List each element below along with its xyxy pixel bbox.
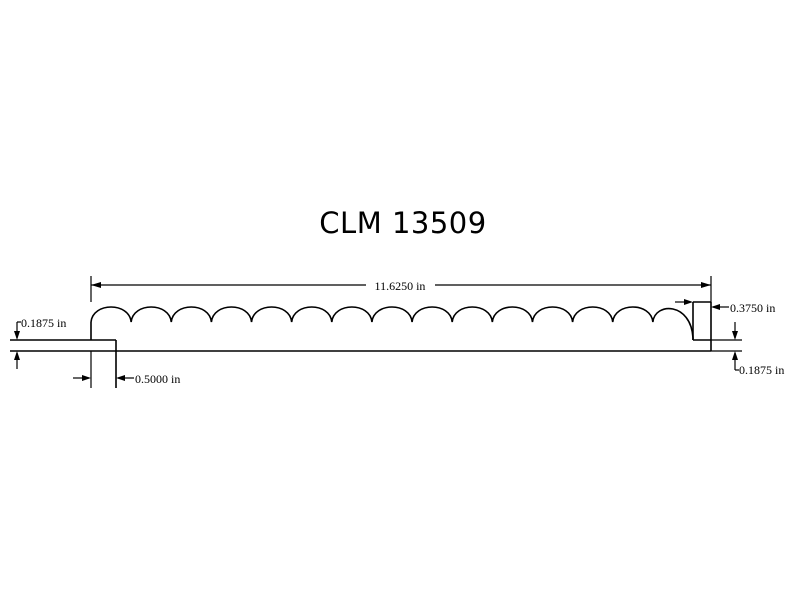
part-title: CLM 13509 xyxy=(319,206,486,240)
right-thickness-label: 0.1875 in xyxy=(739,363,784,377)
left-thickness-arrow-upper xyxy=(14,331,20,340)
overall-length-label: 11.6250 in xyxy=(375,279,426,293)
left-thickness-label: 0.1875 in xyxy=(21,316,66,330)
arrowhead-right xyxy=(701,282,711,288)
tongue-arrow-right xyxy=(116,375,125,381)
tongue-arrow-left xyxy=(82,375,91,381)
profile-height-label: 0.3750 in xyxy=(730,301,775,315)
scalloped-top-edge xyxy=(90,306,694,340)
profile-outline xyxy=(10,301,742,388)
overall-length-dimension: 11.6250 in xyxy=(90,276,712,302)
left-thickness-dimension: 0.1875 in xyxy=(14,316,66,369)
height-arrow-right xyxy=(711,304,720,310)
arrowhead-left xyxy=(91,282,101,288)
tongue-length-dimension: 0.5000 in xyxy=(73,351,180,388)
tongue-length-label: 0.5000 in xyxy=(135,372,180,386)
right-thickness-dimension: 0.1875 in xyxy=(732,322,784,377)
right-thickness-arrow-lower xyxy=(732,351,738,360)
profile-height-dimension: 0.3750 in xyxy=(675,299,775,315)
height-arrow-left xyxy=(684,299,693,305)
right-thickness-arrow-upper xyxy=(732,331,738,340)
left-thickness-arrow-lower xyxy=(14,351,20,360)
